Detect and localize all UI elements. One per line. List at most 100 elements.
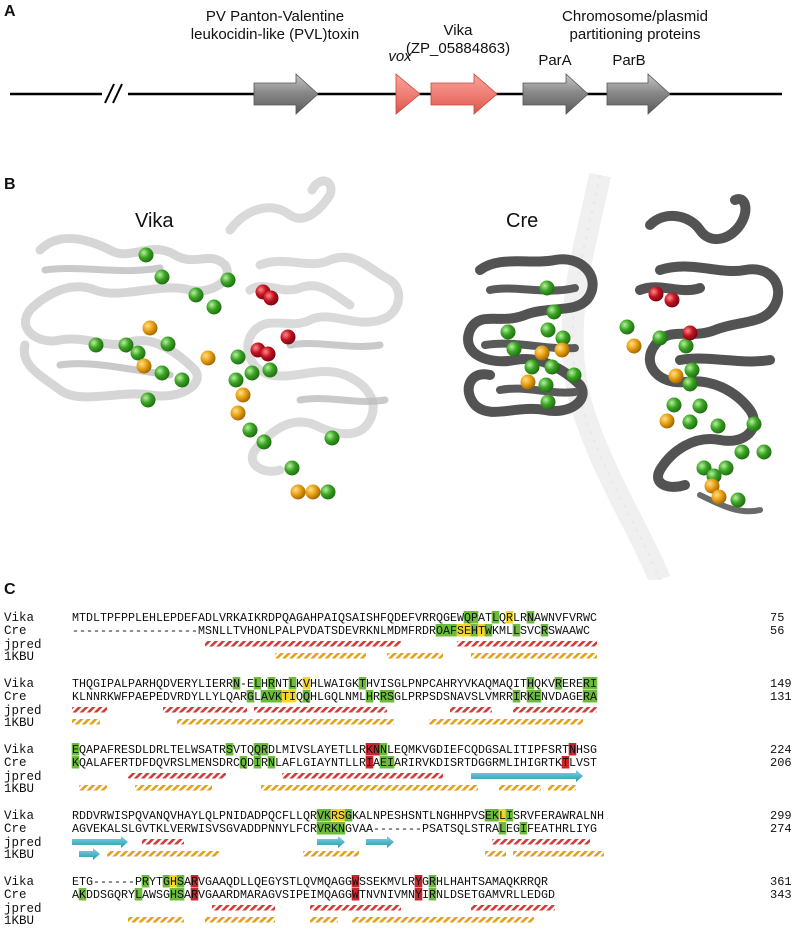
jpred-row-label: jpred (4, 836, 42, 850)
cre-end-position: 343 (770, 888, 792, 902)
cre-end-position: 274 (770, 822, 792, 836)
cre-row-label: Cre (4, 690, 27, 704)
jpred-helix (310, 905, 401, 911)
vika-residue-spheres (88, 247, 340, 500)
vika-residue-highlight (288, 677, 297, 690)
cre-end-position: 206 (770, 756, 792, 770)
cre-residue-highlight (134, 888, 143, 901)
kbu-helix (261, 785, 478, 791)
kbu-helix (205, 917, 275, 923)
cre-residue-highlight (281, 690, 297, 703)
cre-residue-highlight (540, 624, 549, 637)
jpred-strand (72, 836, 128, 848)
vika-residue-highlight (351, 875, 360, 888)
vika-residue-highlight (267, 677, 276, 690)
para-gene-arrow (522, 73, 589, 115)
vika-residue-highlight (330, 809, 346, 822)
vika-residue-highlight (568, 743, 577, 756)
kbu-helix (107, 851, 219, 857)
cre-residue-highlight (498, 822, 507, 835)
cre-residue-highlight (379, 756, 395, 769)
parb-gene-arrow (606, 73, 671, 115)
kbu-helix (485, 851, 506, 857)
vika-residue-highlight (316, 809, 332, 822)
vika-end-position: 224 (770, 743, 792, 757)
kbu-helix (135, 785, 212, 791)
cre-sequence: ------------------MSNLLTVHONLPALPVDATSDE… (72, 625, 590, 638)
cre-row-label: Cre (4, 822, 27, 836)
cre-residue-highlight (456, 624, 472, 637)
panel-c-letter: C (4, 581, 16, 598)
jpred-helix (457, 641, 597, 647)
kbu-row-label: 1KBU (4, 650, 34, 664)
cre-residue-highlight (260, 690, 283, 703)
pvl-label-line2: leukocidin-like (PVL)toxin (190, 26, 360, 43)
cre-residue-highlight (519, 822, 528, 835)
vika-residue-highlight (162, 875, 171, 888)
cre-residue-highlight (365, 690, 374, 703)
kbu-helix (429, 719, 583, 725)
cre-residue-spheres (500, 280, 772, 508)
kbu-helix (128, 917, 184, 923)
vika-residue-highlight (498, 809, 507, 822)
kbu-helix (275, 653, 366, 659)
kbu-helix (310, 917, 338, 923)
kbu-helix (471, 653, 597, 659)
cre-sequence: AKDDSGQRYLAWSGHSARVGAARDMARAGVSIPEIMQAGG… (72, 889, 555, 902)
jpred-helix (254, 707, 387, 713)
vika-residue-highlight (169, 875, 178, 888)
vika-residue-highlight (526, 677, 535, 690)
cre-residue-highlight (561, 756, 570, 769)
kbu-helix (303, 851, 359, 857)
cre-ribbon (463, 194, 784, 515)
kbu-helix (177, 719, 394, 725)
vika-structure-title: Vika (135, 210, 174, 232)
cre-residue-highlight (582, 690, 598, 703)
cre-residue-highlight (351, 888, 360, 901)
vika-sequence: EQAPAFRESDLDRLTELWSATRSVTQQRDLMIVSLAYETL… (72, 744, 597, 757)
jpred-strand (471, 770, 583, 782)
cre-end-position: 131 (770, 690, 792, 704)
protein-structures (19, 172, 784, 580)
cre-row-label: Cre (4, 888, 27, 902)
jpred-helix (513, 707, 597, 713)
cre-residue-highlight (190, 888, 199, 901)
kbu-helix (499, 785, 541, 791)
jpred-helix (128, 773, 226, 779)
pvl-gene-arrow (253, 73, 319, 115)
jpred-helix (471, 905, 555, 911)
cre-residue-highlight (484, 624, 493, 637)
genome-map (10, 73, 782, 115)
cre-residue-highlight (414, 888, 423, 901)
kbu-strand (79, 848, 100, 860)
cre-residue-highlight (239, 756, 248, 769)
para-label: ParA (538, 52, 572, 69)
vox-site-marker (395, 73, 421, 115)
cre-residue-highlight (246, 690, 255, 703)
vika-residue-highlight (491, 611, 500, 624)
vika-gene-arrow (430, 73, 498, 115)
vika-residue-highlight (414, 875, 423, 888)
cre-residue-highlight (379, 690, 395, 703)
cre-residue-highlight (316, 822, 346, 835)
vika-residue-highlight (526, 611, 535, 624)
vika-residue-highlight (379, 743, 388, 756)
cre-residue-highlight (428, 888, 437, 901)
vika-residue-highlight (484, 809, 500, 822)
vika-sequence: ETG------PRYTGHSARVGAAQDLLQEGYSTLQVMQAGG… (72, 876, 548, 889)
vika-residue-highlight (232, 677, 241, 690)
cre-sequence: KQALAFERTDFDQVRSLMENSDRCQDIRNLAFLGIAYNTL… (72, 757, 597, 770)
vika-gene-label-line2: (ZP_05884863) (405, 40, 511, 57)
jpred-row-label: jpred (4, 638, 42, 652)
kbu-helix (513, 851, 604, 857)
jpred-helix (205, 641, 401, 647)
kbu-row-label: 1KBU (4, 716, 34, 730)
cre-residue-highlight (78, 888, 87, 901)
cre-residue-highlight (512, 690, 521, 703)
axis-break-icon (104, 83, 123, 104)
vika-sequence: MTDLTPFPPLEHLEPDEFADLVRKAIKRDPQAGAHPAIQS… (72, 612, 597, 625)
jpred-helix (163, 707, 247, 713)
vika-gene-label: Vika (ZP_05884863) (398, 22, 518, 58)
cre-residue-highlight (512, 624, 521, 637)
jpred-helix (142, 839, 184, 845)
